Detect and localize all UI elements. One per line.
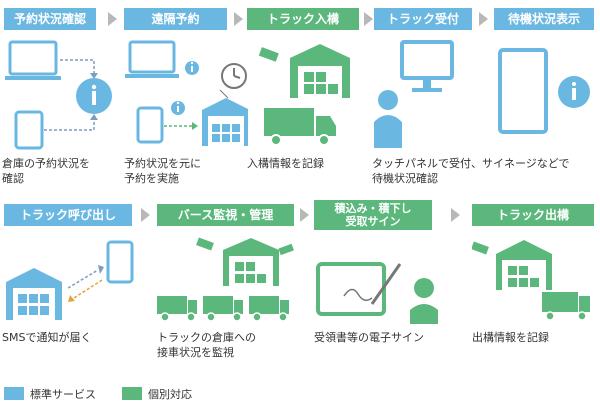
- reception-description: タッチパネルで受付、サイネージなどで 待機状況確認: [372, 157, 570, 185]
- truck-icon: [249, 296, 289, 322]
- flow-arrow: [364, 12, 373, 26]
- warehouse-icon: [223, 238, 279, 286]
- warehouse-icon: [290, 44, 350, 98]
- reservation-check-description: 倉庫の予約状況を 確認: [2, 157, 90, 185]
- camera-icon: [472, 241, 489, 255]
- flow-arrow: [141, 208, 150, 222]
- truck-call-illustration: [6, 240, 134, 320]
- step-truck-exit: トラック出構: [472, 204, 594, 226]
- legend-custom-label: 個別対応: [148, 388, 192, 401]
- remote-reservation-description: 予約状況を元に 予約を実施: [124, 157, 201, 185]
- camera-icon: [278, 243, 294, 256]
- step-waiting-status: 待機状況表示: [494, 8, 594, 30]
- step-berth-monitoring: バース監視・管理: [157, 204, 294, 226]
- truck-icon: [157, 296, 197, 322]
- person-icon: [374, 90, 402, 148]
- step-truck-call: トラック呼び出し: [4, 204, 132, 226]
- legend-standard-swatch: [4, 387, 24, 400]
- truck-reception-illustration: [374, 40, 454, 148]
- flow-arrow: [108, 12, 117, 26]
- truck-exit-description: 出構情報を記録: [472, 331, 549, 344]
- step-reservation-check: 予約状況確認: [4, 8, 96, 30]
- tablet-icon: [136, 106, 164, 144]
- pen-icon: [343, 263, 402, 305]
- person-icon: [410, 278, 438, 324]
- info-icon: [558, 76, 590, 108]
- truck-call-description: SMSで通知が届く: [2, 331, 92, 344]
- truck-icon: [542, 292, 590, 321]
- flow-arrow: [300, 208, 309, 222]
- truck-exit-illustration: [472, 240, 590, 321]
- receipt-sign-illustration: [316, 262, 438, 324]
- camera-icon: [196, 237, 214, 251]
- truck-entry-illustration: [258, 44, 350, 146]
- step-truck-reception: トラック受付: [374, 8, 472, 30]
- clock-icon: [221, 63, 247, 89]
- step-remote-reservation: 遠隔予約: [124, 8, 227, 30]
- camera-icon: [258, 47, 279, 62]
- remote-reservation-illustration: [125, 40, 248, 146]
- laptop-icon: [5, 40, 61, 80]
- step-loading-sign: 積込み・積下し 受取サイン: [314, 200, 432, 230]
- truck-icon: [264, 108, 336, 146]
- laptop-icon: [125, 40, 179, 78]
- signage-icon: [498, 48, 548, 134]
- flow-arrow: [234, 12, 243, 26]
- info-icon: [171, 101, 185, 115]
- truck-entry-description: 入構情報を記録: [247, 157, 324, 170]
- warehouse-icon: [202, 98, 248, 146]
- receipt-sign-description: 受領書等の電子サイン: [314, 331, 424, 344]
- truck-icon: [203, 296, 243, 322]
- monitor-icon: [400, 40, 454, 92]
- info-icon: [185, 61, 199, 75]
- waiting-status-illustration: [498, 48, 590, 134]
- info-icon: [76, 78, 112, 114]
- flow-arrow: [451, 208, 460, 222]
- warehouse-icon: [496, 240, 552, 290]
- berth-monitoring-illustration: [157, 237, 294, 322]
- flow-arrow: [479, 12, 488, 26]
- step-truck-entry: トラック入構: [247, 8, 359, 30]
- smartphone-icon: [106, 240, 134, 284]
- reservation-check-illustration: [5, 40, 112, 150]
- warehouse-icon: [6, 268, 62, 320]
- berth-monitoring-description: トラックの倉庫への 接車状況を監視: [157, 331, 256, 359]
- tablet-icon: [14, 110, 44, 150]
- legend-standard-label: 標準サービス: [30, 388, 96, 401]
- legend-custom-swatch: [122, 387, 142, 400]
